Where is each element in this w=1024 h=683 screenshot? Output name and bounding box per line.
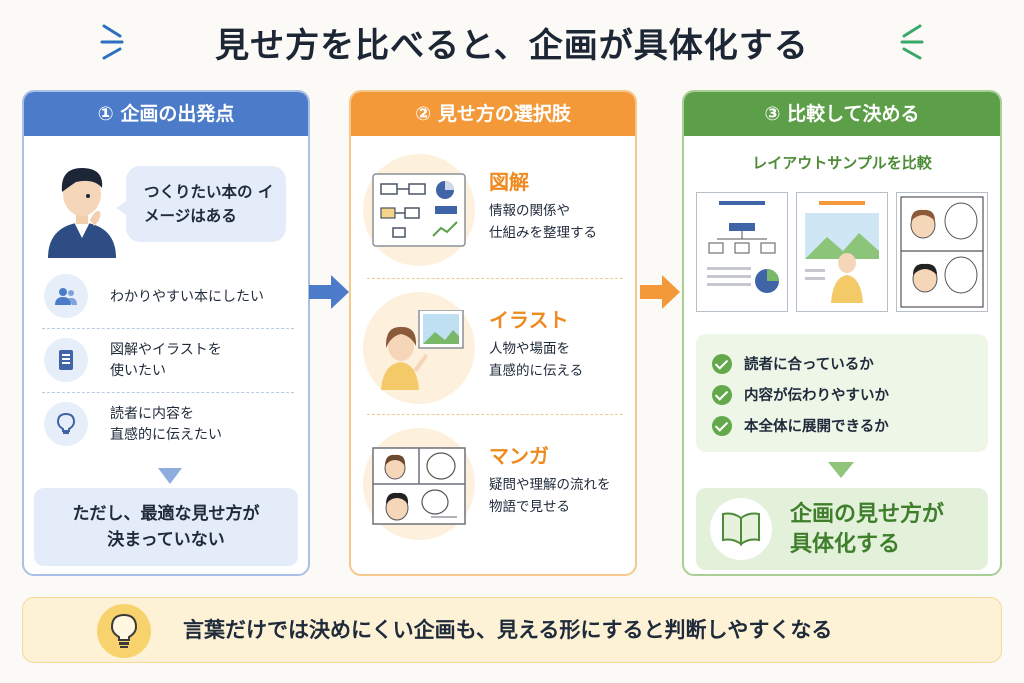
manga-layout-thumbnail: [900, 196, 984, 308]
option-description: 疑問や理解の流れを 物語で見せる: [489, 477, 611, 515]
right-arrow-icon: [309, 275, 349, 309]
need-item: わかりやすい本にしたい: [40, 268, 296, 326]
need-text: わかりやすい本にしたい: [110, 288, 264, 305]
illustration-person-icon: [381, 310, 464, 390]
option-illustration: イラスト 人物や場面を 直感的に伝える: [361, 284, 627, 412]
option-description: 情報の関係や 仕組みを整理する: [489, 203, 597, 241]
divider: [367, 414, 623, 415]
thought-bubble: つくりたい本の イメージはある: [116, 166, 286, 242]
column-header: ③ 比較して決める: [684, 92, 1000, 136]
option-manga: マンガ 疑問や理解の流れを 物語で見せる: [361, 420, 627, 548]
check-item: 読者に合っているか: [712, 348, 988, 379]
summary-message: 言葉だけでは決めにくい企画も、見える形にすると判断しやすくなる: [183, 618, 833, 642]
option-name: 図解: [489, 170, 529, 194]
lightbulb-icon: [56, 412, 76, 434]
problem-box: ただし、最適な見せ方が 決まっていない: [34, 488, 298, 566]
open-book-icon: [722, 512, 760, 546]
down-arrow-icon: [158, 468, 182, 484]
divider: [42, 328, 294, 329]
illustration-layout-thumbnail: [805, 201, 879, 303]
need-item: 読者に内容を 直感的に伝えたい: [40, 396, 296, 454]
need-item: 図解やイラストを 使いたい: [40, 332, 296, 390]
layout-sample-illustration: [796, 192, 888, 312]
option-description: 人物や場面を 直感的に伝える: [489, 341, 584, 379]
book-icon: [59, 350, 73, 370]
page-title: 見せ方を比べると、企画が具体化する: [215, 26, 809, 66]
divider: [367, 278, 623, 279]
manga-panels-illustration: [372, 447, 466, 525]
thinking-person-illustration: [48, 168, 116, 258]
lightbulb-icon: [110, 613, 138, 648]
option-diagram: 図解 情報の関係や 仕組みを整理する: [361, 146, 627, 274]
sparkle-left-icon: [100, 24, 124, 60]
diagram-illustration: [372, 173, 466, 247]
layout-sample-diagram: [696, 192, 788, 312]
result-text: 企画の見せ方が 具体化する: [790, 502, 945, 557]
layout-sample-manga: [896, 192, 988, 312]
checklist: 読者に合っているか 内容が伝わりやすいか 本全体に展開できるか: [696, 334, 988, 452]
need-text: 図解やイラストを 使いたい: [110, 342, 222, 379]
checkmark-icon: [712, 353, 732, 374]
check-item: 本全体に展開できるか: [712, 410, 988, 441]
result-box: 企画の見せ方が 具体化する: [696, 488, 988, 570]
column-header: ② 見せ方の選択肢: [351, 92, 635, 136]
checkmark-icon: [712, 415, 732, 436]
column-header: ① 企画の出発点: [24, 92, 308, 136]
need-text: 読者に内容を 直感的に伝えたい: [110, 406, 222, 443]
column-starting-point: ① 企画の出発点 つくりたい本の イメージはある わかりやすい本にしたい 図解や…: [22, 90, 310, 576]
diagram-layout-thumbnail: [707, 201, 779, 293]
sparkle-right-icon: [900, 24, 924, 60]
divider: [42, 392, 294, 393]
checkmark-icon: [712, 384, 732, 405]
check-item: 内容が伝わりやすいか: [712, 379, 988, 410]
column-options: ② 見せ方の選択肢 図解 情報の関係や 仕組みを整理する: [349, 90, 637, 576]
right-arrow-icon: [640, 275, 680, 309]
users-icon: [55, 288, 77, 305]
option-name: マンガ: [489, 444, 549, 468]
column-compare: ③ 比較して決める レイアウトサンプルを比較: [682, 90, 1002, 576]
down-arrow-icon: [828, 462, 854, 478]
layout-sample-title: レイアウトサンプルを比較: [752, 154, 932, 172]
option-name: イラスト: [489, 308, 569, 332]
summary-banner: 言葉だけでは決めにくい企画も、見える形にすると判断しやすくなる: [22, 597, 1002, 663]
